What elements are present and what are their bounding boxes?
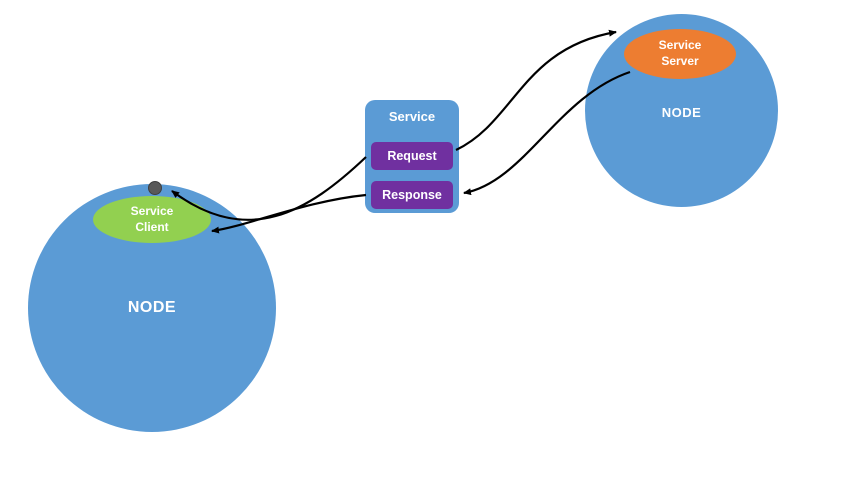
connection-dot: [148, 181, 162, 195]
client-node-label: NODE: [127, 299, 177, 316]
service-server-ellipse: Service Server: [624, 29, 736, 79]
service-client-label: Service Client: [130, 203, 174, 234]
service-client-ellipse: Service Client: [93, 196, 211, 243]
request-label: Request: [387, 149, 437, 163]
service-server-label: Service Server: [658, 38, 702, 68]
response-label: Response: [382, 188, 442, 202]
service-title: Service: [388, 109, 436, 124]
server-node-label: NODE: [661, 105, 702, 120]
response-box: Response: [371, 181, 453, 209]
service-box: Service Request Response: [365, 100, 459, 213]
request-box: Request: [371, 142, 453, 170]
